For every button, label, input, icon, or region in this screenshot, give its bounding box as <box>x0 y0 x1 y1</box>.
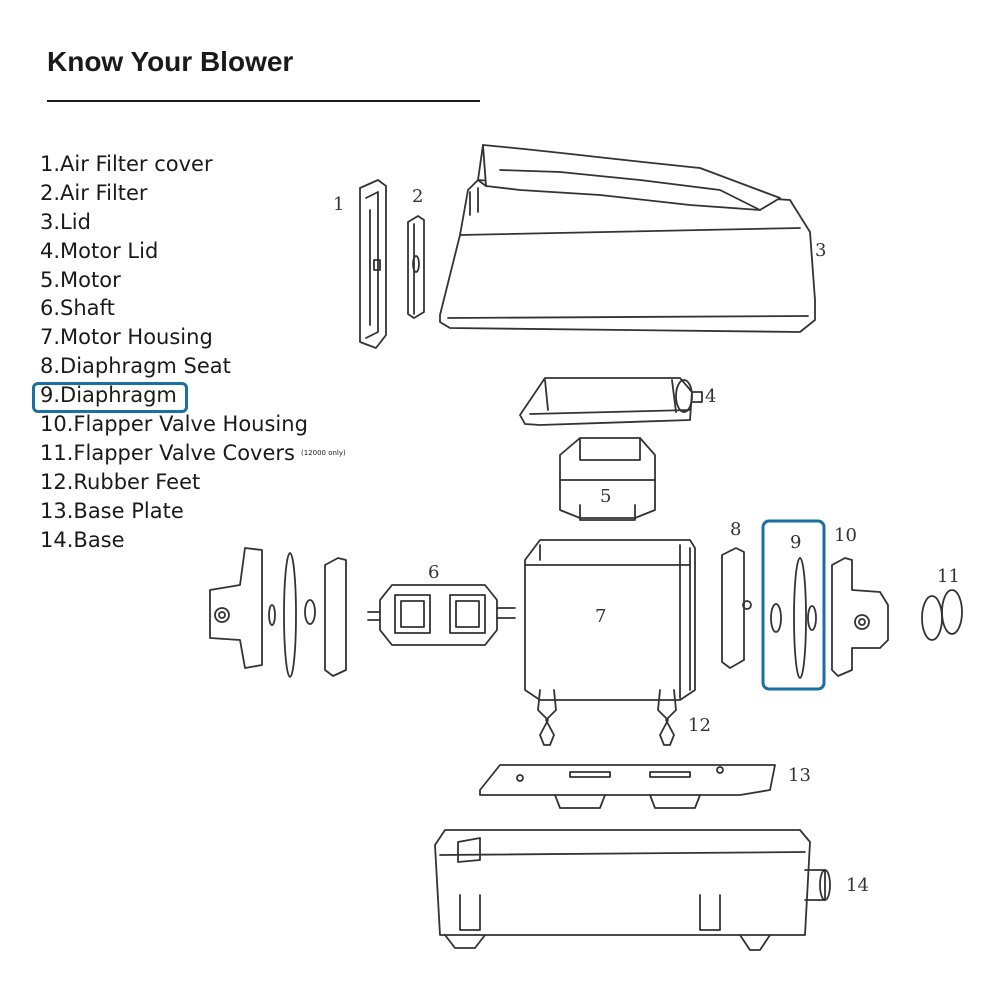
callout-1: 1 <box>333 194 344 215</box>
flapper-valve-housing-drawing <box>831 557 889 677</box>
callout-11: 11 <box>937 566 960 587</box>
part-name: Diaphragm Seat <box>60 354 231 379</box>
part-name: Base <box>73 527 125 552</box>
part-note: (12000 only) <box>300 449 346 458</box>
part-name: Rubber Feet <box>73 469 201 494</box>
part-item-7: 7.Motor Housing <box>40 323 346 352</box>
title-underline <box>47 100 480 102</box>
part-item-12: 12.Rubber Feet <box>40 468 346 497</box>
part-name: Lid <box>60 209 91 234</box>
part-number: 14. <box>40 527 74 552</box>
callout-5: 5 <box>600 486 611 507</box>
part-name: Flapper Valve Covers <box>73 440 295 465</box>
part-number: 2. <box>40 180 61 205</box>
lid-drawing <box>439 144 816 333</box>
part-name: Motor Housing <box>60 325 213 350</box>
callout-7: 7 <box>595 606 606 627</box>
part-number: 5. <box>40 267 61 292</box>
base-drawing <box>434 829 831 951</box>
air-filter-drawing <box>407 215 425 319</box>
callout-6: 6 <box>428 562 439 583</box>
part-number: 6. <box>40 296 61 321</box>
callout-14: 14 <box>846 875 869 896</box>
diaphragm-highlight-box <box>761 519 826 691</box>
part-number: 8. <box>40 354 61 379</box>
callout-3: 3 <box>815 240 826 261</box>
part-number: 11. <box>40 440 74 465</box>
part-item-8: 8.Diaphragm Seat <box>40 352 346 381</box>
part-number: 12. <box>40 469 74 494</box>
part-name: Motor Lid <box>60 238 159 263</box>
part-name: Air Filter cover <box>60 152 213 176</box>
part-item-1: 1.Air Filter cover <box>40 150 346 179</box>
part-item-13: 13.Base Plate <box>40 497 346 526</box>
part-item-2: 2.Air Filter <box>40 179 346 208</box>
base-plate-drawing <box>479 764 776 809</box>
air-filter-cover-drawing <box>359 179 387 349</box>
left-valve-assembly-drawing <box>209 547 347 678</box>
callout-8: 8 <box>730 519 741 540</box>
part-item-14: 14.Base <box>40 526 346 555</box>
part-name: Motor <box>60 267 121 292</box>
shaft-drawing <box>367 584 516 646</box>
callout-10: 10 <box>834 525 857 546</box>
part-number: 10. <box>40 412 74 437</box>
parts-list: 1.Air Filter cover 2.Air Filter 3.Lid 4.… <box>32 150 346 555</box>
callout-13: 13 <box>788 765 811 786</box>
part-item-3: 3.Lid <box>40 208 346 237</box>
part-item-4: 4.Motor Lid <box>40 237 346 266</box>
part-item-6: 6.Shaft <box>40 294 346 323</box>
motor-drawing <box>559 437 656 521</box>
callout-2: 2 <box>412 186 423 207</box>
callout-4: 4 <box>705 386 716 407</box>
part-number: 1. <box>40 152 61 176</box>
motor-housing-drawing <box>524 539 696 746</box>
part-number: 13. <box>40 498 74 523</box>
diaphragm-seat-drawing <box>721 547 752 669</box>
part-number: 3. <box>40 209 61 234</box>
callout-9: 9 <box>790 532 801 553</box>
part-item-10: 10.Flapper Valve Housing <box>40 410 346 439</box>
part-name: Base Plate <box>73 498 184 523</box>
part-name: Flapper Valve Housing <box>73 412 308 437</box>
part-item-5: 5.Motor <box>40 266 346 295</box>
diaphragm-drawing <box>770 557 817 679</box>
part-name: Shaft <box>60 296 115 321</box>
part-name: Air Filter <box>60 180 148 205</box>
callout-12: 12 <box>688 715 711 736</box>
page-title: Know Your Blower <box>47 46 294 77</box>
part-number: 7. <box>40 325 61 350</box>
part-item-9-highlighted: 9.Diaphragm <box>32 381 346 414</box>
part-item-11: 11.Flapper Valve Covers (12000 only) <box>40 439 346 468</box>
motor-lid-drawing <box>519 377 703 426</box>
flapper-valve-covers-drawing <box>921 589 963 641</box>
part-number: 4. <box>40 238 61 263</box>
